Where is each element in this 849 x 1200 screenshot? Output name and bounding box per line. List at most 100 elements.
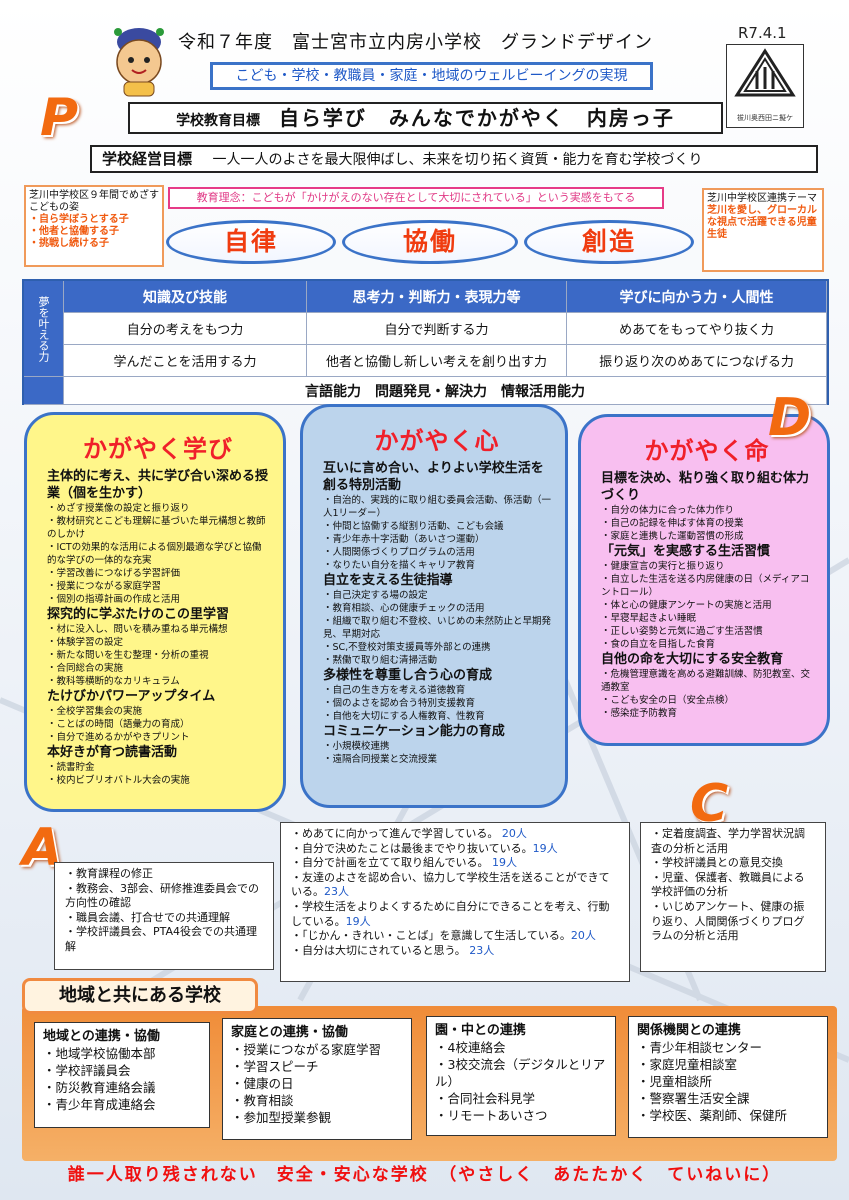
list-item: ・黙働で取り組む清掃活動 bbox=[323, 655, 438, 666]
list-item: ・参加型授業参観 bbox=[231, 1110, 332, 1125]
list-item: ・体験学習の設定 bbox=[47, 637, 124, 648]
list-item: ・学習スピーチ bbox=[231, 1059, 319, 1074]
list-item: ・自分で進めるかがやきプリント bbox=[47, 732, 190, 743]
list-item: ・自己決定する場の設定 bbox=[323, 590, 428, 601]
table-cell: 他者と協働し新しい考えを創り出す力 bbox=[307, 345, 567, 377]
page-title: 令和７年度 富士宮市立内房小学校 グランドデザイン bbox=[178, 32, 653, 53]
pdca-p-letter: P bbox=[40, 88, 79, 148]
list-item: ・4校連絡会 bbox=[435, 1040, 506, 1055]
list-item: ・めざす授業像の設定と振り返り bbox=[47, 503, 190, 514]
section-heading: 「元気」を実感する生活習慣 bbox=[601, 544, 771, 559]
list-item: ・授業につながる家庭学習 bbox=[47, 581, 162, 592]
date-label: R7.4.1 bbox=[738, 24, 787, 42]
section-heading: たけびかパワーアップタイム bbox=[47, 689, 216, 704]
box-heart: かがやく心 互いに言め合い、よりよい学校生活を創る特別活動 ・自治的、実践的に取… bbox=[300, 404, 568, 808]
vision-item: ・挑戦し続ける子 bbox=[29, 238, 109, 249]
list-item: ・防災教育連絡会議 bbox=[43, 1080, 156, 1095]
box-learning: かがやく学び 主体的に考え、共に学び合い深める授業（個を生かす） ・めざす授業像… bbox=[24, 412, 286, 812]
table-cell: 振り返り次のめあてにつなげる力 bbox=[567, 345, 827, 377]
list-item: ・ことばの時間（語彙力の育成） bbox=[47, 719, 190, 730]
table-bottom-row: 言語能力 問題発見・解決力 情報活用能力 bbox=[64, 377, 827, 405]
list-item: ・青少年育成連絡会 bbox=[43, 1097, 156, 1112]
community-box: 地域との連携・協働 ・地域学校協働本部 ・学校評議員会 ・防災教育連絡会議 ・青… bbox=[34, 1022, 210, 1128]
table-cell: 自分の考えをもつ力 bbox=[64, 313, 307, 345]
pdca-d-letter: D bbox=[768, 388, 812, 448]
list-item: ・教育相談 bbox=[231, 1093, 294, 1108]
school-goal: 学校教育目標 自ら学び みんなでかがやく 内房っ子 bbox=[128, 102, 723, 134]
list-item: ・なりたい自分を描くキャリア教育 bbox=[323, 560, 476, 571]
list-item: ・自分で計画を立てて取り組んでいる。 19人 bbox=[291, 856, 517, 870]
list-item: ・学校生活をよりよくするために自分にできることを考え、行動している。19人 bbox=[291, 899, 610, 928]
list-item: ・3校交流会（デジタルとリアル） bbox=[435, 1057, 606, 1089]
section-heading: 主体的に考え、共に学び合い深める授業（個を生かす） bbox=[47, 469, 269, 501]
list-item: ・児童、保護者、教職員による学校評価の分析 bbox=[651, 870, 805, 899]
list-item: ・遠隔合同授業と交流授業 bbox=[323, 754, 438, 765]
community-label: 地域と共にある学校 bbox=[22, 978, 258, 1014]
list-item: ・学校医、薬剤師、保健所 bbox=[637, 1108, 788, 1123]
list-item: ・合同総合の実施 bbox=[47, 663, 124, 674]
list-item: ・仲間と協働する縦割り活動、こども会議 bbox=[323, 521, 504, 532]
list-item: ・家庭と連携した運動習慣の形成 bbox=[601, 531, 744, 542]
list-item: ・リモートあいさつ bbox=[435, 1108, 548, 1123]
list-item: ・ICTの効果的な活用による個別最適な学びと協働的な学びの一体的な充実 bbox=[47, 542, 262, 566]
check-box: ・定着度調査、学力学習状況調査の分析と活用 ・学校評議員との意見交換 ・児童、保… bbox=[640, 822, 826, 972]
table-cell: 学んだことを活用する力 bbox=[64, 345, 307, 377]
list-item: ・いじめアンケート、健康の振り返り、人間関係づくりプログラムの分析と活用 bbox=[651, 899, 805, 943]
list-item: ・自分で決めたことは最後までやり抜いている。19人 bbox=[291, 841, 558, 855]
section-heading: 本好きが育つ読書活動 bbox=[47, 745, 178, 760]
list-item: ・職員会議、打合せでの共通理解 bbox=[65, 910, 230, 924]
community-box-title: 関係機関との連携 bbox=[637, 1023, 741, 1038]
list-item: ・青少年相談センター bbox=[637, 1040, 763, 1055]
vision-title: 芝川中学校区９年間でめざすこどもの姿 bbox=[29, 190, 159, 213]
list-item: ・教科等横断的なカリキュラム bbox=[47, 676, 180, 687]
list-item: ・正しい姿勢と元気に過ごす生活習慣 bbox=[601, 626, 763, 637]
community-box: 園・中との連携 ・4校連絡会 ・3校交流会（デジタルとリアル） ・合同社会科見学… bbox=[426, 1016, 616, 1136]
school-goal-text: 自ら学び みんなでかがやく 内房っ子 bbox=[278, 106, 675, 130]
management-goal: 学校経営目標 一人一人のよさを最大限伸ばし、未来を切り拓く資質・能力を育む学校づ… bbox=[90, 145, 818, 173]
mgmt-text: 一人一人のよさを最大限伸ばし、未来を切り拓く資質・能力を育む学校づくり bbox=[212, 152, 703, 168]
table-header: 思考力・判断力・表現力等 bbox=[307, 281, 567, 313]
box-heart-title: かがやく心 bbox=[374, 427, 500, 455]
box-life-title: かがやく命 bbox=[644, 437, 770, 465]
community-box-title: 地域との連携・協働 bbox=[43, 1029, 160, 1044]
value-autonomy: 自律 bbox=[166, 220, 336, 264]
list-item: ・早寝早起きよい睡眠 bbox=[601, 613, 697, 624]
list-item: ・健康の日 bbox=[231, 1076, 294, 1091]
list-item: ・学習改善につなげる学習評価 bbox=[47, 568, 181, 579]
list-item: ・個別の指導計画の作成と活用 bbox=[47, 594, 181, 605]
list-item: ・自己の生き方を考える道徳教育 bbox=[323, 685, 466, 696]
box-life: かがやく命 目標を決め、粘り強く取り組む体力づくり ・自分の体力に合った体力作り… bbox=[578, 414, 830, 746]
list-item: ・定着度調査、学力学習状況調査の分析と活用 bbox=[651, 827, 805, 855]
list-item: ・教材研究とこども理解に基づいた単元構想と教師のしかけ bbox=[47, 516, 266, 540]
vision-item: ・他者と協働する子 bbox=[29, 226, 119, 237]
mgmt-label: 学校経営目標 bbox=[102, 150, 193, 168]
list-item: ・警察署生活安全課 bbox=[637, 1091, 750, 1106]
list-item: ・材に没入し、問いを積み重ねる単元構想 bbox=[47, 624, 228, 635]
section-heading: 探究的に学ぶたけのこの里学習 bbox=[47, 607, 230, 622]
table-cell: めあてをもってやり抜く力 bbox=[567, 313, 827, 345]
table-side-filler bbox=[24, 377, 64, 405]
list-item: ・「じかん・きれい・ことば」を意識して生活している。20人 bbox=[291, 929, 596, 943]
list-item: ・教育相談、心の健康チェックの活用 bbox=[323, 603, 485, 614]
list-item: ・めあてに向かって進んで学習している。 20人 bbox=[291, 827, 527, 840]
list-item: ・合同社会科見学 bbox=[435, 1091, 536, 1106]
section-heading: 目標を決め、粘り強く取り組む体力づくり bbox=[601, 471, 810, 503]
theme-text: 芝川を愛し、グローカルな視点で活躍できる児童生徒 bbox=[707, 205, 817, 240]
list-item: ・こども安全の日（安全点検） bbox=[601, 695, 735, 706]
list-item: ・自他を大切にする人権教育、性教育 bbox=[323, 711, 485, 722]
table-header: 知識及び技能 bbox=[64, 281, 307, 313]
list-item: ・全校学習集会の実施 bbox=[47, 706, 143, 717]
section-heading: 自他の命を大切にする安全教育 bbox=[601, 652, 784, 667]
section-heading: 多様性を尊重し合う心の育成 bbox=[323, 668, 493, 683]
list-item: ・自治的、実践的に取り組む委員会活動、係活動（一人1リーダー） bbox=[323, 495, 552, 519]
list-item: ・危機管理意識を高める避難訓練、防犯教室、交通教室 bbox=[601, 669, 811, 693]
table-header: 学びに向かう力・人間性 bbox=[567, 281, 827, 313]
list-item: ・自己の記録を伸ばす体育の授業 bbox=[601, 518, 744, 529]
community-box-title: 園・中との連携 bbox=[435, 1023, 526, 1038]
list-item: ・自分の体力に合った体力作り bbox=[601, 505, 735, 516]
school-emblem: 祓川奥西田ニ擬ケ bbox=[726, 44, 804, 128]
list-item: ・教務会、3部会、研修推進委員会での方向性の確認 bbox=[65, 881, 259, 910]
value-creation: 創造 bbox=[524, 220, 694, 264]
list-item: ・体と心の健康アンケートの実施と活用 bbox=[601, 600, 772, 611]
list-item: ・教育課程の修正 bbox=[65, 867, 153, 880]
